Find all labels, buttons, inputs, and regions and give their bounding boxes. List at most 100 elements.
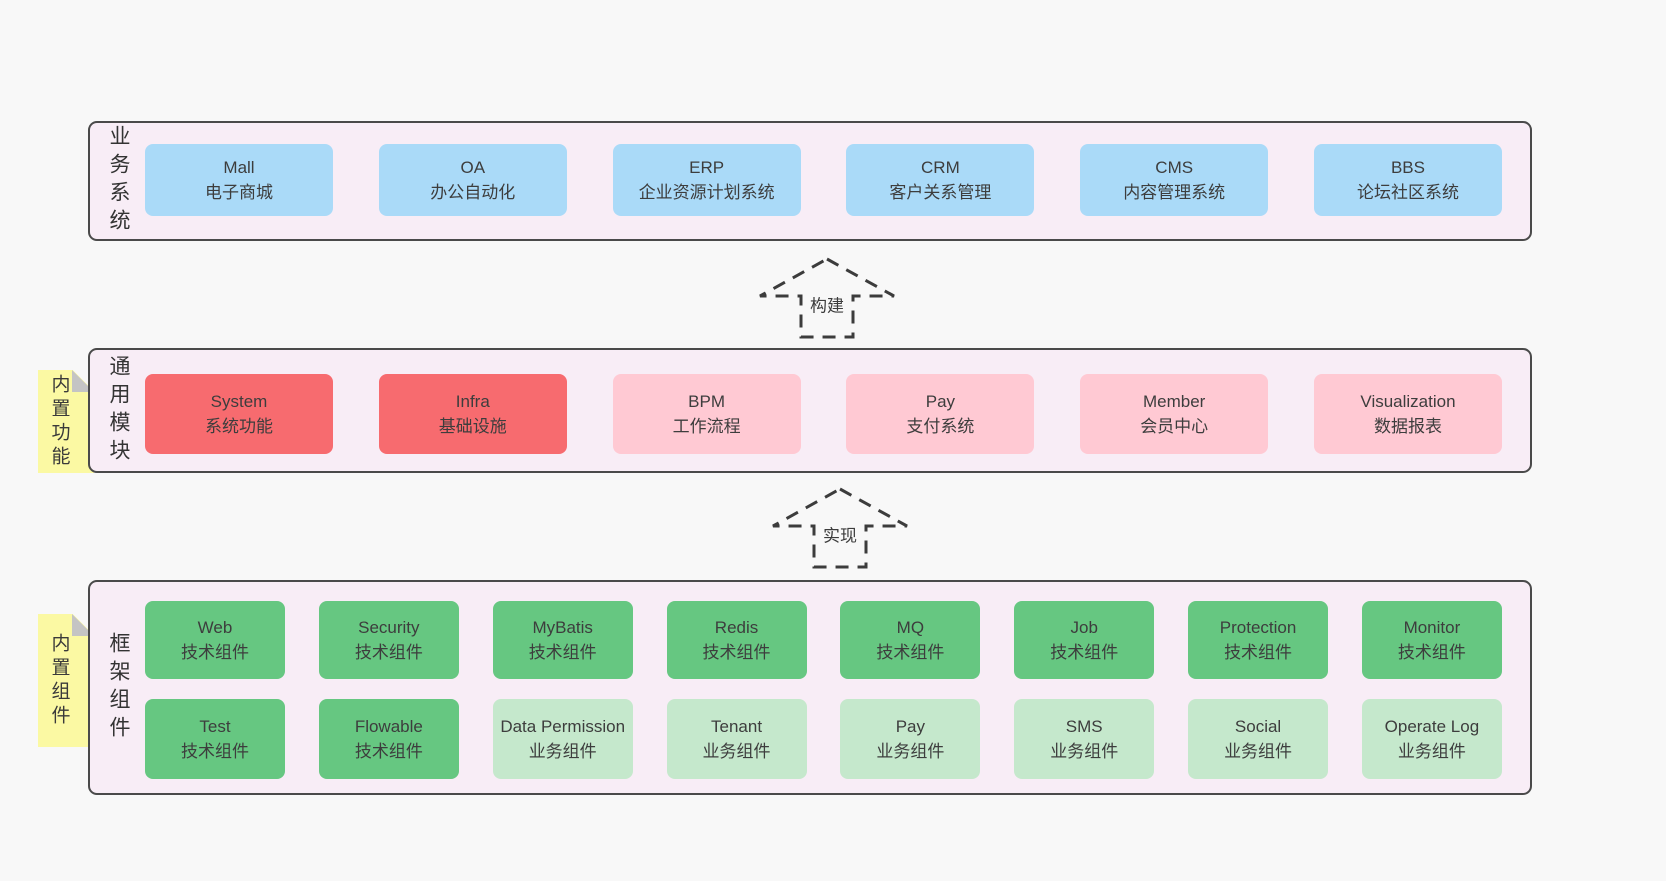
node-subtitle: 业务组件 xyxy=(1050,742,1119,761)
node-title: Mall xyxy=(223,158,255,177)
node-visualization: Visualization 数据报表 xyxy=(1313,374,1502,454)
node-title: Flowable xyxy=(354,717,423,736)
node-protection: Protection 技术组件 xyxy=(1188,601,1329,679)
node-data-permission: Data Permission 业务组件 xyxy=(492,699,633,779)
node-title: Infra xyxy=(455,392,490,411)
node-title: Protection xyxy=(1219,618,1297,637)
band-framework-components: 框架组件 Web 技术组件 Security 技术组件 MyBatis 技术组件… xyxy=(88,580,1532,795)
node-subtitle: 客户关系管理 xyxy=(889,183,992,202)
node-subtitle: 基础设施 xyxy=(438,417,507,436)
node-title: Monitor xyxy=(1403,618,1461,637)
node-subtitle: 业务组件 xyxy=(702,742,771,761)
node-title: OA xyxy=(460,158,486,177)
node-title: Security xyxy=(358,618,420,637)
node-title: Pay xyxy=(925,392,956,411)
band-label-framework-components: 框架组件 xyxy=(107,631,130,744)
framework-components-row-1: Web 技术组件 Security 技术组件 MyBatis 技术组件 Redi… xyxy=(145,601,1502,679)
node-title: Redis xyxy=(714,618,759,637)
node-title: Member xyxy=(1143,392,1206,411)
node-erp: ERP 企业资源计划系统 xyxy=(612,144,801,216)
node-title: Web xyxy=(197,618,233,637)
node-subtitle: 工作流程 xyxy=(672,417,741,436)
node-mq: MQ 技术组件 xyxy=(840,601,981,679)
node-web: Web 技术组件 xyxy=(145,601,285,679)
node-title: Data Permission xyxy=(500,717,626,736)
node-pay-component: Pay 业务组件 xyxy=(840,699,981,779)
band-business-systems: 业务系统 Mall 电子商城 OA 办公自动化 ERP 企业资源计划系统 CRM… xyxy=(88,121,1532,241)
node-subtitle: 技术组件 xyxy=(1397,643,1466,662)
node-title: BBS xyxy=(1390,158,1425,177)
node-subtitle: 技术组件 xyxy=(528,643,597,662)
node-subtitle: 技术组件 xyxy=(1224,643,1293,662)
node-title: Job xyxy=(1070,618,1098,637)
business-systems-row: Mall 电子商城 OA 办公自动化 ERP 企业资源计划系统 CRM 客户关系… xyxy=(145,144,1502,216)
node-subtitle: 电子商城 xyxy=(205,183,273,202)
node-title: System xyxy=(210,392,268,411)
node-bbs: BBS 论坛社区系统 xyxy=(1313,144,1502,216)
dashed-up-arrow-icon xyxy=(772,487,908,569)
node-subtitle: 数据报表 xyxy=(1373,417,1442,436)
node-subtitle: 会员中心 xyxy=(1140,417,1209,436)
node-title: Pay xyxy=(895,717,926,736)
arrow-implement-label: 实现 xyxy=(820,521,860,547)
node-security: Security 技术组件 xyxy=(318,601,459,679)
node-subtitle: 技术组件 xyxy=(1050,643,1119,662)
node-tenant: Tenant 业务组件 xyxy=(666,699,807,779)
node-subtitle: 系统功能 xyxy=(205,417,273,436)
node-infra: Infra 基础设施 xyxy=(378,374,567,454)
node-subtitle: 业务组件 xyxy=(1397,742,1466,761)
node-title: Visualization xyxy=(1360,392,1456,411)
node-test: Test 技术组件 xyxy=(145,699,285,779)
node-flowable: Flowable 技术组件 xyxy=(318,699,459,779)
node-subtitle: 业务组件 xyxy=(1224,742,1293,761)
node-subtitle: 支付系统 xyxy=(906,417,975,436)
arrow-build: 构建 xyxy=(757,256,897,340)
node-subtitle: 技术组件 xyxy=(876,643,945,662)
band-label-common-modules: 通用模块 xyxy=(107,354,130,467)
node-mall: Mall 电子商城 xyxy=(145,144,333,216)
node-bpm: BPM 工作流程 xyxy=(612,374,801,454)
node-subtitle: 办公自动化 xyxy=(430,183,516,202)
node-subtitle: 业务组件 xyxy=(528,742,597,761)
node-sms: SMS 业务组件 xyxy=(1014,699,1155,779)
sticky-note-label: 内置组件 xyxy=(48,632,70,729)
node-cms: CMS 内容管理系统 xyxy=(1080,144,1269,216)
dashed-up-arrow-icon xyxy=(759,257,895,339)
node-oa: OA 办公自动化 xyxy=(378,144,567,216)
node-member: Member 会员中心 xyxy=(1080,374,1269,454)
node-title: Social xyxy=(1234,717,1282,736)
node-title: ERP xyxy=(689,158,725,177)
common-modules-row: System 系统功能 Infra 基础设施 BPM 工作流程 Pay 支付系统… xyxy=(145,374,1502,454)
node-title: CMS xyxy=(1155,158,1194,177)
node-subtitle: 技术组件 xyxy=(181,742,249,761)
node-crm: CRM 客户关系管理 xyxy=(846,144,1035,216)
framework-components-row-2: Test 技术组件 Flowable 技术组件 Data Permission … xyxy=(145,699,1502,779)
arrow-implement: 实现 xyxy=(770,486,910,570)
node-social: Social 业务组件 xyxy=(1188,699,1329,779)
node-subtitle: 技术组件 xyxy=(354,643,423,662)
node-job: Job 技术组件 xyxy=(1014,601,1155,679)
node-title: BPM xyxy=(688,392,726,411)
node-subtitle: 内容管理系统 xyxy=(1123,183,1226,202)
node-operate-log: Operate Log 业务组件 xyxy=(1361,699,1502,779)
node-monitor: Monitor 技术组件 xyxy=(1361,601,1502,679)
node-subtitle: 技术组件 xyxy=(181,643,249,662)
band-label-business-systems: 业务系统 xyxy=(107,125,130,237)
node-redis: Redis 技术组件 xyxy=(666,601,807,679)
node-subtitle: 技术组件 xyxy=(354,742,423,761)
sticky-note-built-in-components: 内置组件 xyxy=(38,614,94,747)
band-common-modules: 通用模块 System 系统功能 Infra 基础设施 BPM 工作流程 Pay… xyxy=(88,348,1532,473)
node-subtitle: 论坛社区系统 xyxy=(1356,183,1459,202)
node-title: Tenant xyxy=(711,717,763,736)
arrow-build-label: 构建 xyxy=(807,291,847,317)
node-system: System 系统功能 xyxy=(145,374,333,454)
node-title: MQ xyxy=(896,618,925,637)
node-title: Operate Log xyxy=(1384,717,1480,736)
node-mybatis: MyBatis 技术组件 xyxy=(492,601,633,679)
sticky-note-label: 内置功能 xyxy=(48,373,70,470)
node-subtitle: 业务组件 xyxy=(876,742,945,761)
node-subtitle: 技术组件 xyxy=(702,643,771,662)
node-title: MyBatis xyxy=(532,618,593,637)
node-title: Test xyxy=(199,717,231,736)
